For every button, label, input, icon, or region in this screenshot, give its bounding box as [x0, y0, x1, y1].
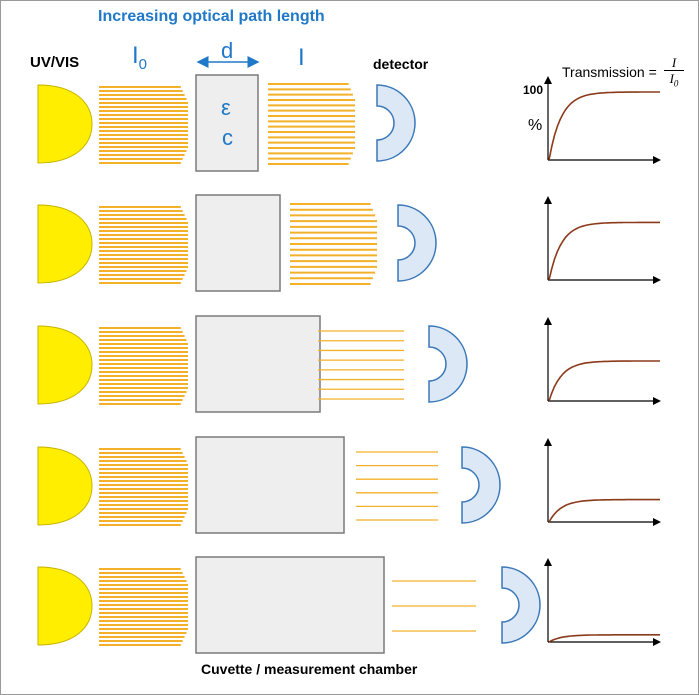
- y-axis-arrow: [544, 317, 552, 325]
- cuvette: [195, 556, 385, 654]
- transmission-curve: [548, 221, 660, 281]
- lamp-icon: [37, 84, 93, 164]
- transmission-curve: [548, 634, 660, 643]
- y-axis-unit-label: %: [528, 117, 543, 134]
- cuvette-caption: Cuvette / measurement chamber: [201, 661, 418, 677]
- fraction-denominator: I0: [669, 71, 679, 89]
- rows-layer: [37, 74, 661, 654]
- incident-intensity-label: I0: [132, 42, 148, 73]
- y-axis-max-label: 100: [523, 83, 544, 97]
- transmission-curve: [548, 498, 660, 523]
- x-axis-arrow: [653, 638, 661, 646]
- cuvette: [195, 436, 345, 534]
- detector-icon: [428, 325, 468, 403]
- epsilon-label: ε: [221, 95, 231, 120]
- row-5: [37, 556, 661, 654]
- x-axis-arrow: [653, 518, 661, 526]
- row-3: [37, 315, 661, 413]
- x-axis-arrow: [653, 276, 661, 284]
- transmission-curve: [548, 91, 660, 161]
- x-axis-arrow: [653, 156, 661, 164]
- x-axis-arrow: [653, 397, 661, 405]
- detector-icon: [461, 446, 501, 524]
- row-4: [37, 436, 661, 534]
- cuvette: [195, 74, 259, 172]
- lamp-icon: [37, 566, 93, 646]
- lamp-icon: [37, 325, 93, 405]
- row-1: [37, 74, 661, 172]
- fraction-numerator: I: [664, 56, 684, 71]
- cuvette: [195, 194, 281, 292]
- lamp-icon: [37, 204, 93, 284]
- y-axis-arrow: [544, 558, 552, 566]
- detector-icon: [501, 566, 541, 644]
- path-length-label: d: [221, 38, 234, 63]
- transmission-fraction: I I0: [664, 56, 684, 92]
- transmitted-intensity-label: I: [298, 44, 305, 71]
- transmission-formula-label: Transmission =: [562, 64, 657, 80]
- row-2: [37, 194, 661, 292]
- figure-title: Increasing optical path length: [98, 8, 325, 25]
- y-axis-arrow: [544, 196, 552, 204]
- source-label: UV/VIS: [30, 54, 80, 71]
- transmission-curve: [548, 360, 660, 402]
- detector-icon: [397, 204, 437, 282]
- y-axis-arrow: [544, 438, 552, 446]
- cuvette: [195, 315, 321, 413]
- lamp-icon: [37, 446, 93, 526]
- detector-icon: [376, 84, 416, 162]
- detector-label: detector: [373, 56, 429, 72]
- y-axis-arrow: [544, 76, 552, 84]
- concentration-label: c: [222, 125, 233, 150]
